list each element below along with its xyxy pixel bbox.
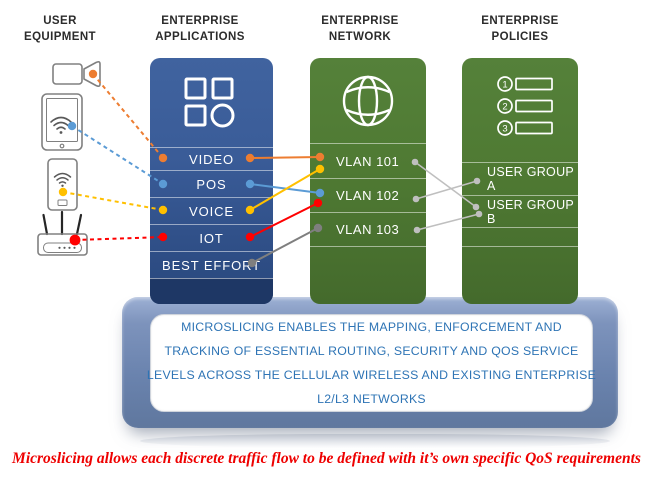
summary-banner: MICROSLICING ENABLES THE MAPPING, ENFORC… — [122, 297, 618, 428]
header-user-equipment: USER EQUIPMENT — [24, 13, 96, 45]
banner-reflection — [140, 434, 610, 448]
app-row-iot: IOT — [150, 224, 273, 251]
header-line: ENTERPRISE — [321, 15, 399, 27]
connection-dot — [70, 235, 80, 245]
app-row-label: VOICE — [189, 203, 234, 219]
router-red-dot — [69, 234, 81, 246]
header-line: NETWORK — [328, 31, 392, 43]
vlan-row-103: VLAN 103 — [310, 212, 426, 246]
app-row-best-effort: BEST EFFORT — [150, 251, 273, 278]
globe-icon-area — [310, 58, 426, 143]
router-antennas — [42, 210, 83, 236]
policies-column-footer — [462, 246, 578, 304]
tablet-icon — [41, 93, 83, 151]
app-grid-icon-area — [150, 58, 273, 147]
vlan-row-label: VLAN 103 — [336, 222, 400, 237]
app-row-label: IOT — [199, 230, 224, 246]
vlan-row-101: VLAN 101 — [310, 143, 426, 178]
policy-row-label: USER GROUP B — [487, 197, 574, 226]
display-icon — [52, 63, 83, 85]
speaker-icon — [83, 60, 101, 88]
wifi-icon — [50, 116, 72, 134]
banner-line: LEVELS ACROSS THE CELLULAR WIRELESS AND … — [146, 368, 597, 382]
vlan-row-102: VLAN 102 — [310, 178, 426, 212]
app-row-label: BEST EFFORT — [162, 257, 261, 273]
header-enterprise-network: ENTERPRISE NETWORK — [321, 13, 399, 45]
header-line: ENTERPRISE — [161, 15, 239, 27]
caption-text: Microslicing allows each discrete traffi… — [12, 450, 641, 467]
vlan-row-label: VLAN 101 — [336, 153, 400, 169]
header-line: POLICIES — [491, 31, 549, 43]
banner-line: L2/L3 NETWORKS — [317, 392, 426, 406]
app-row-label: VIDEO — [189, 151, 234, 167]
header-line: EQUIPMENT — [24, 31, 96, 43]
app-row-pos: POS — [150, 170, 273, 197]
header-enterprise-policies: ENTERPRISE POLICIES — [481, 13, 559, 45]
connection-dot — [88, 69, 98, 79]
numbered-list-icon-area — [462, 58, 578, 162]
wifi-icon — [53, 172, 72, 187]
connection-phone-to-voice — [62, 191, 164, 211]
app-column-footer — [150, 278, 273, 304]
enterprise-network-column: VLAN 101 VLAN 102 VLAN 103 — [310, 58, 426, 304]
phone-icon — [47, 158, 78, 211]
header-enterprise-applications: ENTERPRISE APPLICATIONS — [155, 13, 245, 45]
app-row-label: POS — [196, 176, 227, 192]
header-line: ENTERPRISE — [481, 15, 559, 27]
app-row-voice: VOICE — [150, 197, 273, 224]
banner-line: TRACKING OF ESSENTIAL ROUTING, SECURITY … — [164, 344, 579, 358]
header-line: APPLICATIONS — [155, 31, 245, 43]
summary-text-box: MICROSLICING ENABLES THE MAPPING, ENFORC… — [146, 314, 597, 412]
enterprise-policies-column: USER GROUP A USER GROUP B — [462, 58, 578, 304]
enterprise-applications-column: VIDEO POS VOICE IOT BEST EFFORT — [150, 58, 273, 304]
header-line: USER — [43, 15, 77, 27]
policy-row-group-a: USER GROUP A — [462, 162, 578, 195]
vlan-row-label: VLAN 102 — [336, 188, 400, 203]
policy-row-label: USER GROUP A — [487, 165, 574, 193]
banner-line: MICROSLICING ENABLES THE MAPPING, ENFORC… — [181, 320, 562, 334]
connection-dot — [58, 187, 68, 197]
network-column-footer — [310, 246, 426, 304]
policy-empty-row — [462, 227, 578, 246]
connection-dot — [67, 121, 77, 131]
router-icon — [37, 210, 88, 256]
app-row-video: VIDEO — [150, 147, 273, 170]
policy-row-group-b: USER GROUP B — [462, 195, 578, 227]
